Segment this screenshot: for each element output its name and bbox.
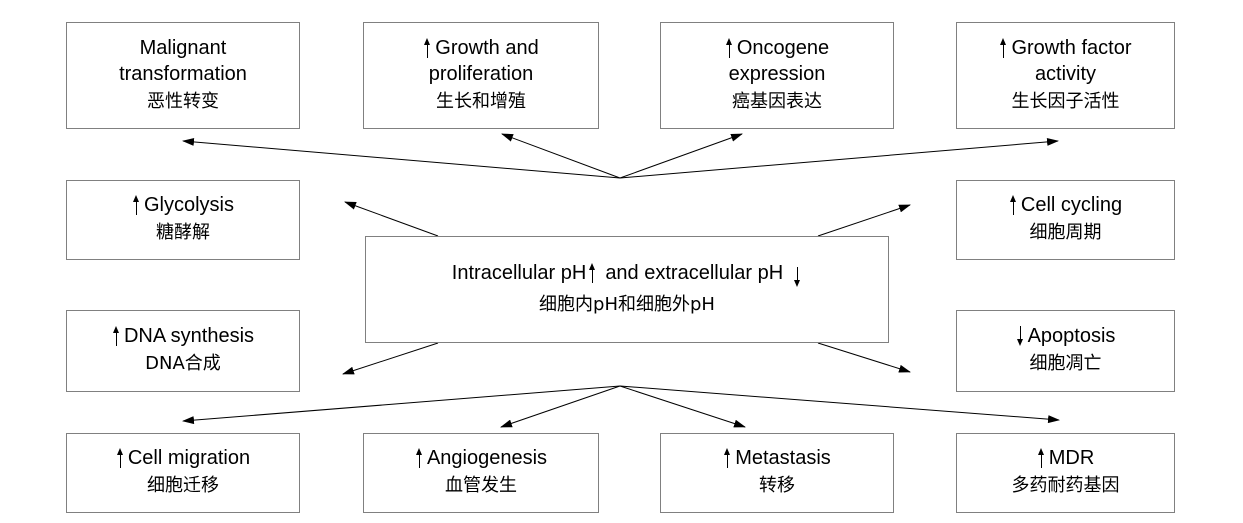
arrow-to-angiogenesis xyxy=(500,385,621,428)
malignant-line1: Malignant xyxy=(139,36,227,59)
up-arrow-icon xyxy=(723,448,732,468)
oncogene-zh: 癌基因表达 xyxy=(732,90,822,112)
up-arrow-icon xyxy=(999,37,1008,58)
cell-migration-line1: Cell migration xyxy=(127,447,251,469)
arrow-to-growth xyxy=(501,133,621,179)
growth-line2: proliferation xyxy=(428,62,534,85)
dna-synthesis-line1: DNA synthesis xyxy=(123,325,255,347)
malignant-zh: 恶性转变 xyxy=(147,90,219,112)
box-growth-factor-activity: Growth factor activity 生长因子活性 xyxy=(956,22,1175,129)
box-growth-proliferation: Growth and proliferation 生长和增殖 xyxy=(363,22,599,129)
up-arrow-icon xyxy=(1009,195,1018,215)
up-arrow-icon xyxy=(423,37,432,58)
metastasis-zh: 转移 xyxy=(759,475,795,496)
up-arrow-icon xyxy=(132,195,141,215)
arrow-to-apoptosis xyxy=(817,342,911,373)
box-metastasis: Metastasis 转移 xyxy=(660,433,894,513)
box-center-ph: Intracellular pH and extracellular pH 细胞… xyxy=(365,236,889,343)
up-arrow-icon xyxy=(116,448,125,468)
cell-cycling-line1: Cell cycling xyxy=(1020,194,1123,216)
up-arrow-icon xyxy=(1037,448,1046,468)
oncogene-line2: expression xyxy=(728,62,826,85)
down-arrow-icon xyxy=(1016,326,1025,346)
apoptosis-zh: 细胞凋亡 xyxy=(1029,353,1102,374)
arrow-to-mdr xyxy=(619,385,1060,424)
center-zh: 细胞内pH和细胞外pH xyxy=(539,293,715,315)
metastasis-line1: Metastasis xyxy=(735,447,831,469)
box-malignant-transformation: Malignant transformation 恶性转变 xyxy=(66,22,300,129)
glycolysis-line1: Glycolysis xyxy=(143,194,234,216)
up-arrow-icon xyxy=(725,37,734,58)
apoptosis-line1: Apoptosis xyxy=(1027,325,1116,347)
growth-zh: 生长和增殖 xyxy=(436,90,526,112)
glycolysis-zh: 糖酵解 xyxy=(156,222,210,243)
up-arrow-icon xyxy=(415,448,424,468)
up-arrow-icon xyxy=(588,262,597,283)
box-oncogene-expression: Oncogene expression 癌基因表达 xyxy=(660,22,894,129)
arrow-to-growth-factor xyxy=(619,137,1059,179)
angiogenesis-zh: 血管发生 xyxy=(445,475,517,496)
box-apoptosis: Apoptosis 细胞凋亡 xyxy=(956,310,1175,392)
growth-factor-zh: 生长因子活性 xyxy=(1011,90,1120,112)
arrow-to-oncogene xyxy=(619,133,743,179)
mdr-line1: MDR xyxy=(1048,447,1095,469)
box-glycolysis: Glycolysis 糖酵解 xyxy=(66,180,300,260)
box-mdr: MDR 多药耐药基因 xyxy=(956,433,1175,513)
arrow-to-malignant xyxy=(182,137,621,179)
arrow-to-dna-synthesis xyxy=(342,342,439,375)
angiogenesis-line1: Angiogenesis xyxy=(426,447,548,469)
dna-synthesis-zh: DNA合成 xyxy=(145,353,221,374)
box-cell-cycling: Cell cycling 细胞周期 xyxy=(956,180,1175,260)
oncogene-line1: Oncogene xyxy=(736,36,830,59)
growth-factor-line1: Growth factor xyxy=(1011,36,1132,59)
growth-line1: Growth and xyxy=(435,36,539,59)
malignant-line2: transformation xyxy=(119,62,247,85)
box-angiogenesis: Angiogenesis 血管发生 xyxy=(363,433,599,513)
down-arrow-icon xyxy=(793,266,802,287)
arrow-to-metastasis xyxy=(619,385,746,428)
center-line1-extracellular: and extracellular pH xyxy=(605,261,784,284)
cell-migration-zh: 细胞迁移 xyxy=(147,475,219,496)
arrow-to-glycolysis xyxy=(344,201,439,237)
up-arrow-icon xyxy=(112,326,121,346)
center-line1-intracellular: Intracellular pH xyxy=(451,261,587,284)
box-dna-synthesis: DNA synthesis DNA合成 xyxy=(66,310,300,392)
arrow-to-cell-migration xyxy=(182,385,621,425)
growth-factor-line2: activity xyxy=(1034,62,1097,85)
mdr-zh: 多药耐药基因 xyxy=(1011,475,1120,496)
arrow-to-cell-cycling xyxy=(817,204,911,237)
cell-cycling-zh: 细胞周期 xyxy=(1029,222,1102,243)
box-cell-migration: Cell migration 细胞迁移 xyxy=(66,433,300,513)
